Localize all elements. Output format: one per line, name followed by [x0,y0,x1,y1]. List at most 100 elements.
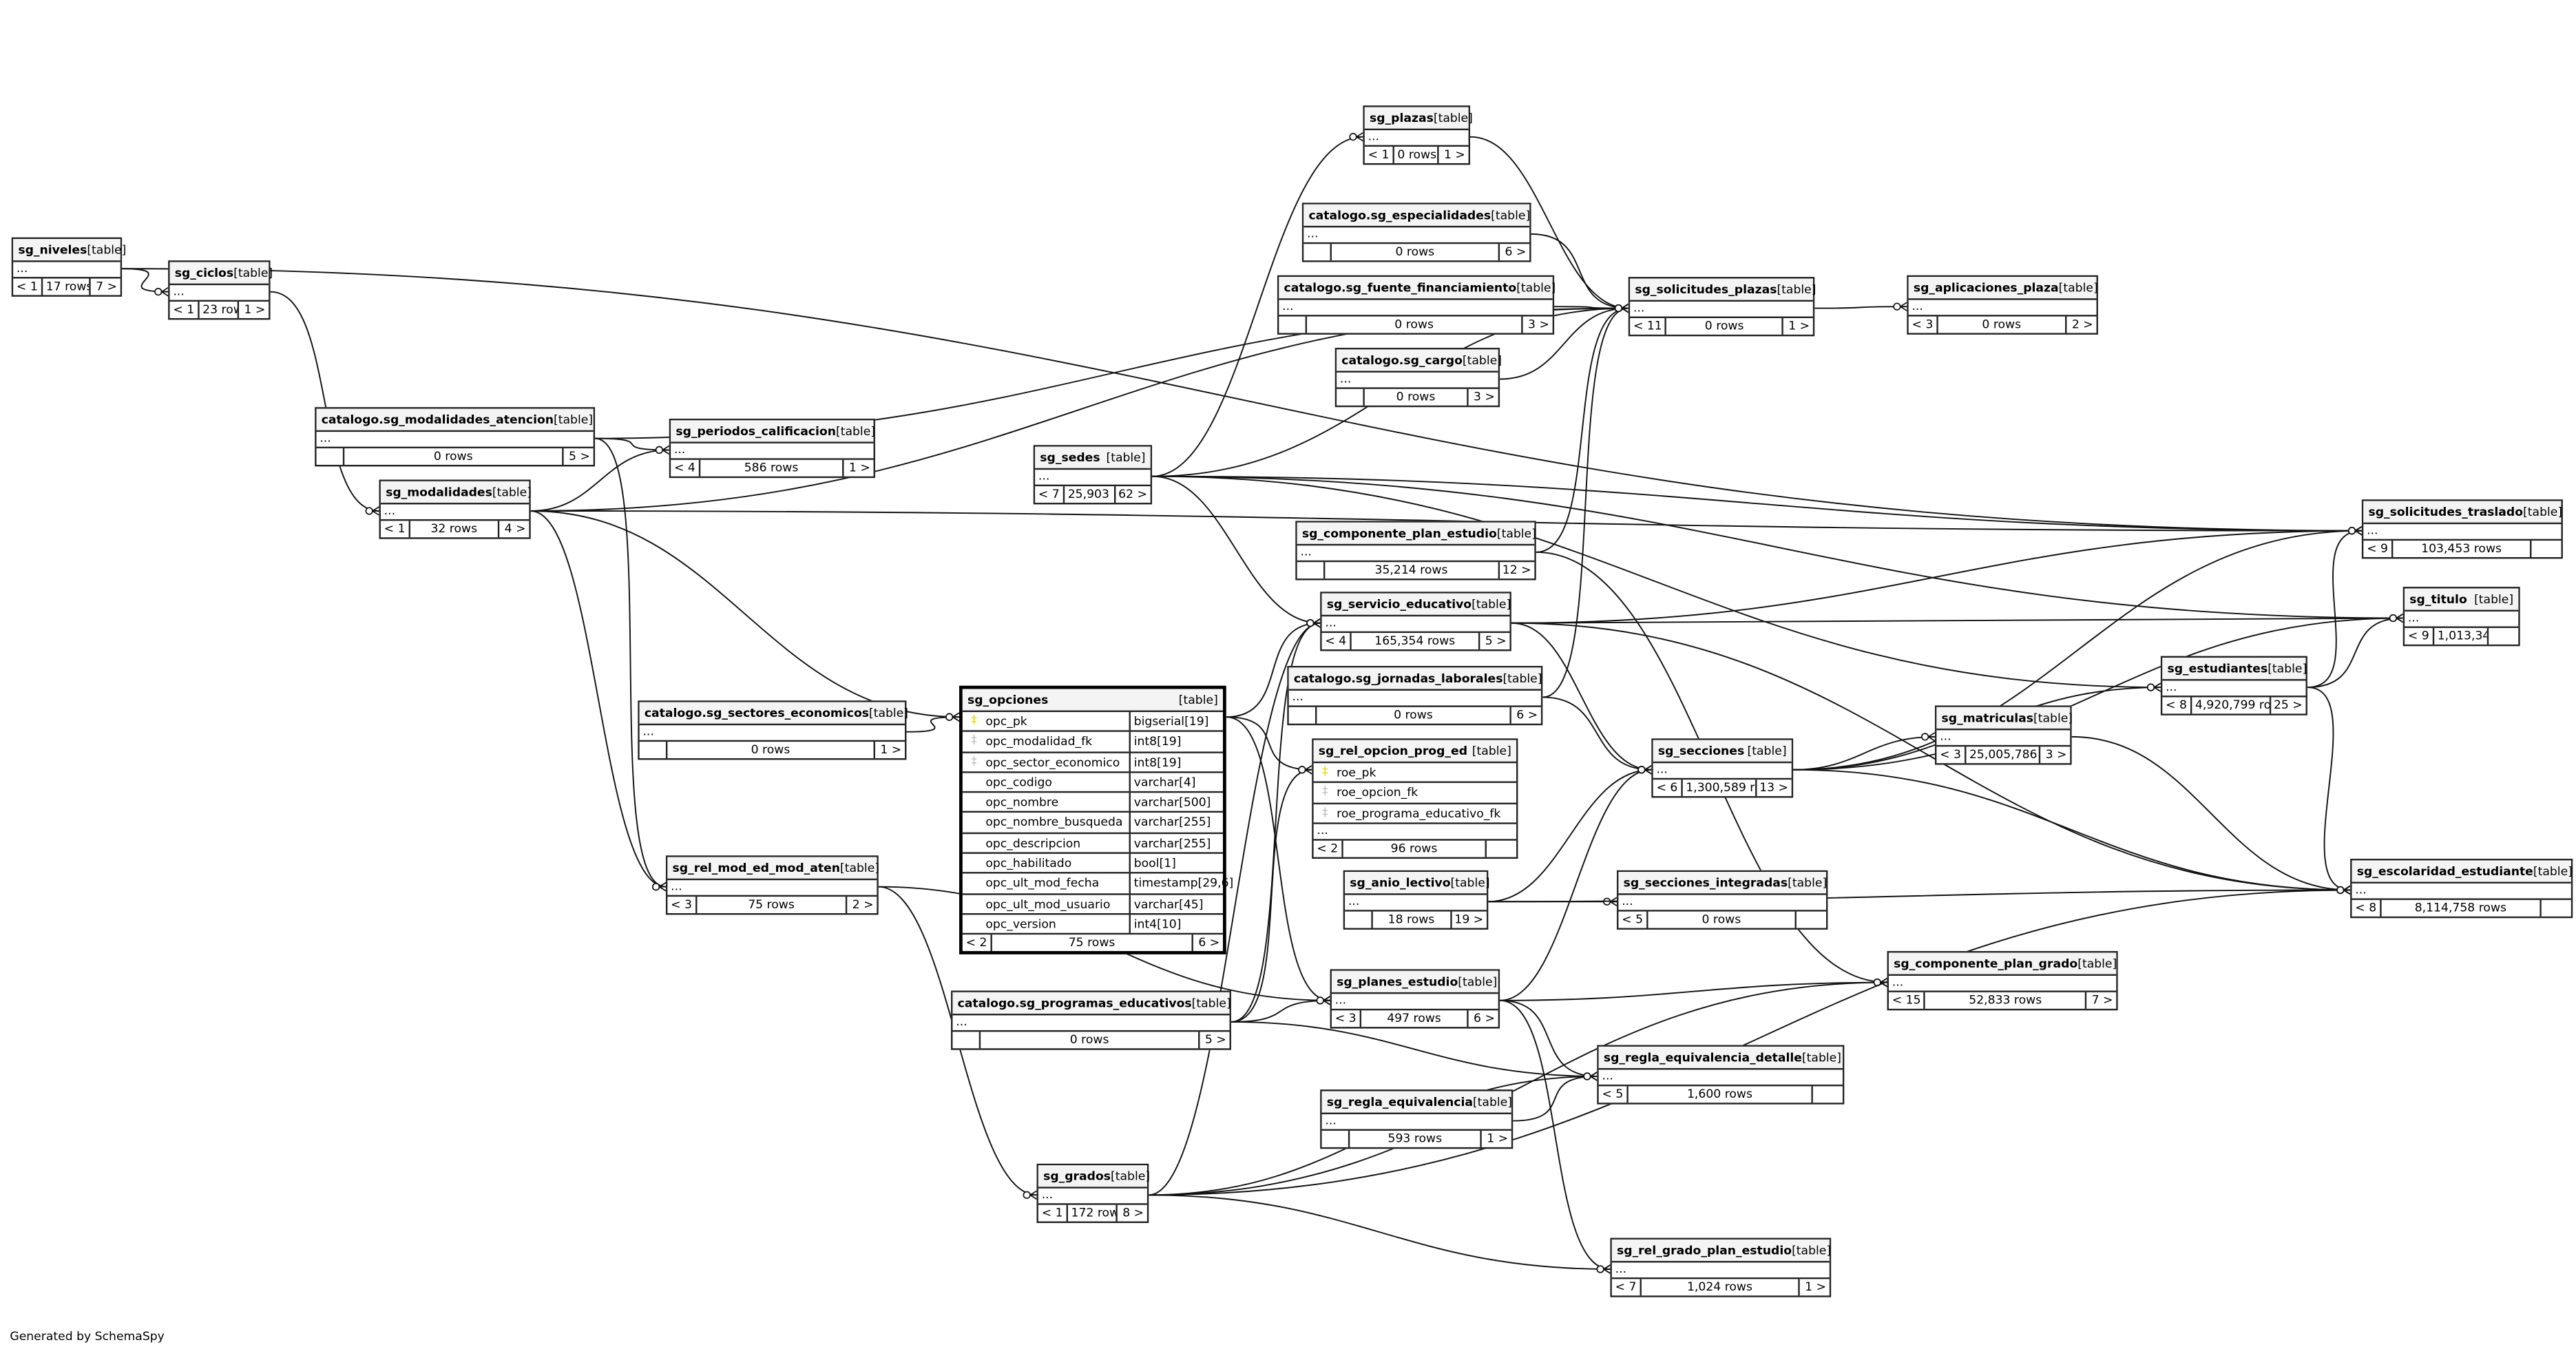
table-header[interactable]: sg_secciones_integradas[table] [1618,872,1827,895]
collapsed-columns[interactable]: ... [1888,975,2117,992]
table-catalogo-sg-modalidades-atencion[interactable]: catalogo.sg_modalidades_atencion[table].… [315,407,596,467]
children-count-link[interactable]: 5 > [569,448,590,463]
table-header[interactable]: sg_solicitudes_traslado[table] [2363,501,2562,525]
table-sg-sedes[interactable]: sg_sedes[table]...< 725,903 rows62 > [1033,445,1153,505]
children-count-link[interactable] [1813,1086,1843,1103]
collapsed-columns[interactable]: ... [169,284,269,302]
table-header[interactable]: sg_componente_plan_estudio[table] [1297,522,1536,546]
parents-count-link[interactable] [317,448,345,465]
children-count-link[interactable]: 2 > [2071,316,2093,332]
parents-count-link[interactable]: < 3 [1909,316,1938,333]
table-name[interactable]: sg_modalidades [386,484,492,500]
children-count-link[interactable]: 1 > [1487,1130,1509,1146]
table-name[interactable]: sg_estudiantes [2167,660,2268,676]
table-name[interactable]: sg_rel_mod_ed_mod_aten [672,860,841,875]
table-name[interactable]: sg_regla_equivalencia [1326,1094,1473,1109]
table-name[interactable]: sg_secciones [1657,743,1745,759]
column-row[interactable]: ‡roe_opcion_fk [1313,784,1517,804]
collapsed-columns[interactable]: ... [2405,611,2519,628]
parents-count-link[interactable]: < 7 [1035,486,1065,503]
table-header[interactable]: sg_estudiantes[table] [2162,658,2307,681]
table-name[interactable]: catalogo.sg_sectores_economicos [644,705,870,720]
collapsed-columns[interactable]: ... [1331,993,1498,1011]
table-catalogo-sg-fuente-financiamiento[interactable]: catalogo.sg_fuente_financiamiento[table]… [1277,275,1556,335]
children-count-link[interactable]: 5 > [1204,1032,1226,1047]
collapsed-columns[interactable]: ... [1288,690,1541,707]
parents-count-link[interactable]: < 1 [381,521,410,538]
table-header[interactable]: sg_modalidades[table] [380,481,532,505]
parents-count-link[interactable]: < 2 [963,934,992,952]
table-name[interactable]: sg_matriculas [1941,710,2034,726]
table-catalogo-sg-jornadas-laborales[interactable]: catalogo.sg_jornadas_laborales[table]...… [1287,665,1543,726]
table-header[interactable]: sg_anio_lectivo[table] [1345,872,1490,895]
parents-count-link[interactable]: < 6 [1653,780,1683,797]
collapsed-columns[interactable]: ... [13,261,121,279]
collapsed-columns[interactable]: ... [2363,523,2562,541]
table-name[interactable]: catalogo.sg_programas_educativos [957,995,1192,1011]
table-sg-regla-equivalencia-detalle[interactable]: sg_regla_equivalencia_detalle[table]...<… [1597,1045,1845,1105]
table-header[interactable]: catalogo.sg_modalidades_atencion[table] [316,408,594,432]
parents-count-link[interactable] [1322,1130,1350,1147]
children-count-link[interactable]: 1 > [848,459,870,475]
table-header[interactable]: sg_grados[table] [1038,1165,1150,1189]
parents-count-link[interactable]: < 3 [1332,1010,1361,1027]
table-name[interactable]: catalogo.sg_modalidades_atencion [321,412,554,427]
table-name[interactable]: sg_componente_plan_grado [1894,956,2078,971]
table-sg-rel-opcion-prog-ed[interactable]: sg_rel_opcion_prog_ed[table]‡roe_pk‡roe_… [1312,738,1518,859]
table-header[interactable]: sg_planes_estudio[table] [1331,970,1498,994]
table-header[interactable]: sg_titulo[table] [2405,588,2519,612]
table-name[interactable]: sg_opciones [967,692,1049,707]
collapsed-columns[interactable]: ... [1611,1262,1830,1280]
children-count-link[interactable] [2531,541,2561,557]
parents-count-link[interactable]: < 7 [1612,1279,1642,1296]
children-count-link[interactable]: 1 > [1805,1279,1826,1294]
table-name[interactable]: sg_niveles [18,242,87,258]
more-columns[interactable]: ... [1313,823,1517,841]
parents-count-link[interactable]: < 1 [170,302,200,318]
table-name[interactable]: sg_escolaridad_estudiante [2356,864,2533,879]
table-name[interactable]: sg_rel_grado_plan_estudio [1617,1242,1792,1258]
collapsed-columns[interactable]: ... [1630,301,1813,318]
collapsed-columns[interactable]: ... [1321,616,1510,634]
collapsed-columns[interactable]: ... [1321,1114,1511,1131]
collapsed-columns[interactable]: ... [671,443,874,460]
table-name[interactable]: catalogo.sg_jornadas_laborales [1293,671,1503,686]
children-count-link[interactable]: 4 > [504,521,526,536]
parents-count-link[interactable]: < 1 [1038,1204,1068,1222]
parents-count-link[interactable]: < 9 [2363,541,2394,558]
table-header[interactable]: sg_regla_equivalencia[table] [1321,1091,1512,1115]
parents-count-link[interactable]: < 9 [2405,627,2434,645]
children-count-link[interactable]: 3 > [1528,316,1549,332]
collapsed-columns[interactable]: ... [2352,883,2571,900]
children-count-link[interactable] [2542,900,2571,917]
table-name[interactable]: sg_regla_equivalencia_detalle [1603,1050,1802,1065]
parents-count-link[interactable] [1337,388,1365,406]
table-name[interactable]: catalogo.sg_cargo [1341,353,1463,368]
collapsed-columns[interactable]: ... [1364,129,1469,147]
children-count-link[interactable]: 6 > [1516,707,1538,722]
table-header[interactable]: sg_sedes[table] [1035,446,1151,470]
table-header[interactable]: sg_niveles[table] [13,239,126,262]
table-name[interactable]: sg_titulo [2409,592,2467,607]
table-name[interactable]: sg_anio_lectivo [1350,875,1451,890]
children-count-link[interactable] [1797,912,1826,928]
children-count-link[interactable]: 25 > [2273,697,2303,712]
parents-count-link[interactable] [1303,244,1332,261]
children-count-link[interactable]: 7 > [96,278,117,294]
column-row[interactable]: ‡roe_pk [1313,763,1517,784]
children-count-link[interactable]: 6 > [1198,934,1220,950]
table-sg-secciones[interactable]: sg_secciones[table]...< 61,300,589 rows1… [1651,738,1794,798]
table-sg-matriculas[interactable]: sg_matriculas[table]...< 325,005,786 row… [1934,705,2073,765]
table-header[interactable]: sg_periodos_calificacion[table] [671,420,875,443]
